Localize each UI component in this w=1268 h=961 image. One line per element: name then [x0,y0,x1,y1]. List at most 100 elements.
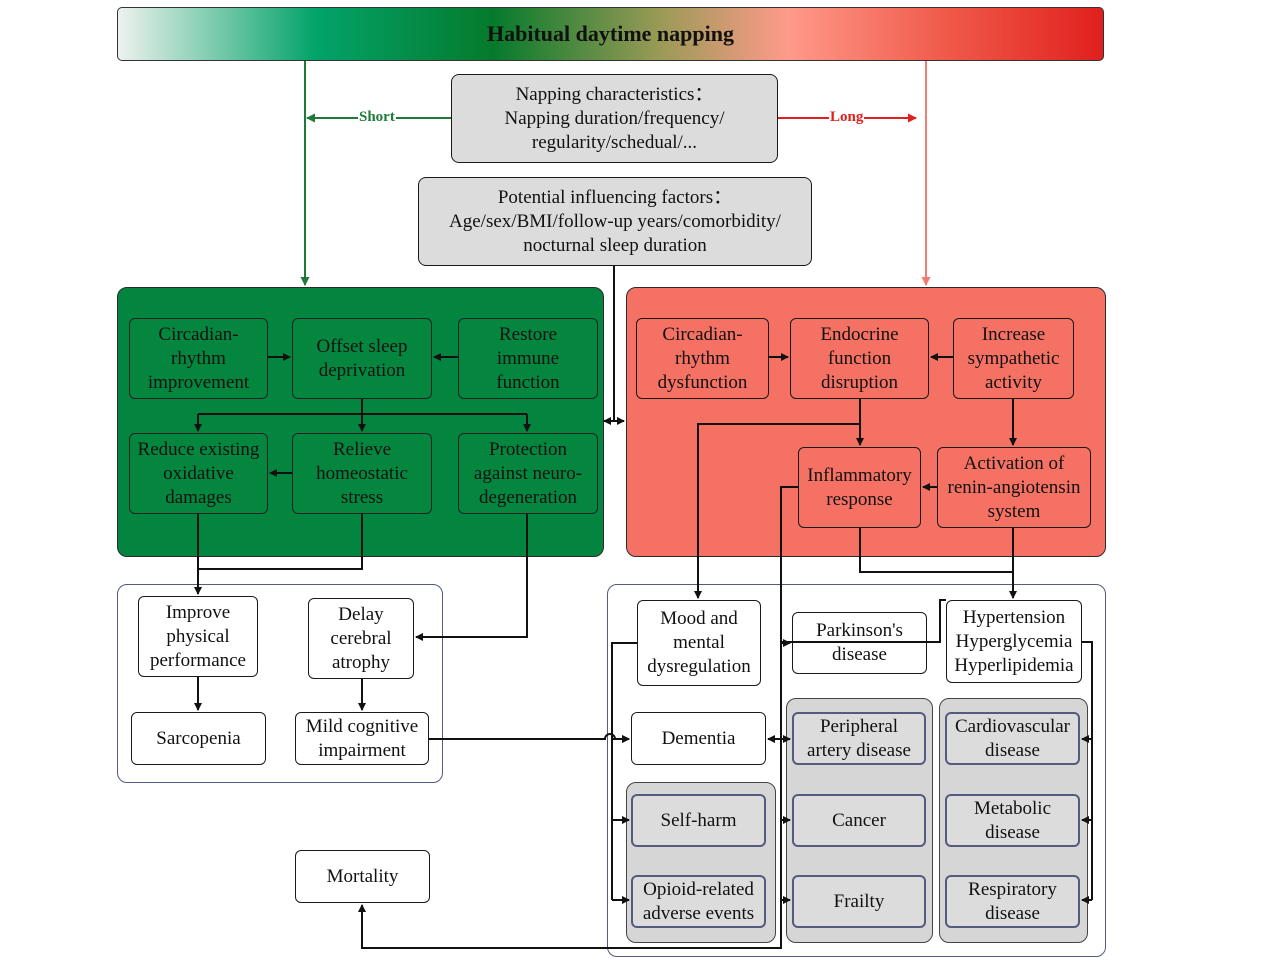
influencing-factors-box: Potential influencing factors： Age/sex/B… [418,177,812,266]
box-text: Improve [165,601,231,623]
box-text: Circadian- [662,323,743,345]
influencing-factors-line: nocturnal sleep duration [523,234,707,256]
sarcopenia-box: Sarcopenia [131,712,266,765]
dementia-box: Dementia [631,712,766,765]
box-text: Mild cognitive [305,715,419,737]
title-bar: Habitual daytime napping [117,7,1104,61]
box-text: dysfunction [657,371,748,393]
box-text: Opioid-related [643,878,754,900]
box-text: disease [832,644,887,665]
box-text: dysregulation [647,656,751,677]
box-text: physical [166,625,230,647]
napping-characteristics-line: regularity/schedual/... [531,131,698,153]
box-text: against neuro- [473,462,583,484]
box-text: Hyperlipidemia [954,654,1074,676]
box-text: Frailty [833,890,885,912]
cancer-box: Cancer [792,794,926,847]
box-text: Offset sleep [316,335,408,357]
box-text: rhythm [675,347,730,369]
box-text: Self-harm [660,809,737,831]
box-text: disease [985,902,1040,924]
box-text: Cancer [832,809,886,831]
box-text: disruption [820,371,899,393]
box-text: Reduce existing [137,438,260,460]
box-text: function [827,347,892,369]
box-text: Relieve [332,438,392,460]
box-text: Restore [498,323,558,345]
self-harm-box: Self-harm [631,794,766,847]
box-text: Increase [981,323,1046,345]
mortality-box: Mortality [295,850,430,903]
box-text: Dementia [661,727,736,749]
box-text: Respiratory [968,878,1057,900]
box-text: artery disease [807,739,911,761]
frailty-box: Frailty [792,875,926,928]
napping-characteristics-line: Napping duration/frequency/ [504,107,725,129]
box-text: improvement [147,371,250,393]
box-text: cerebral [330,627,392,649]
long-branch-label: Long [829,109,865,126]
short-branch-label: Short [358,109,396,126]
box-text: Mood and [660,608,738,629]
box-text: Hyperglycemia [955,630,1073,652]
napping-characteristics-box: Napping characteristics： Napping duratio… [451,74,778,163]
box-text: Mortality [326,865,399,887]
box-text: disease [985,821,1040,843]
box-text: Peripheral [819,715,899,737]
box-text: deprivation [318,359,406,381]
box-text: Metabolic [973,797,1052,819]
box-text: Circadian- [158,323,239,345]
box-text: Parkinson's [816,620,903,641]
box-text: performance [150,649,246,671]
box-text: disease [985,739,1040,761]
box-text: Protection [488,438,568,460]
box-text: mental [673,632,725,653]
box-text: oxidative [163,462,234,484]
box-text: sympathetic [967,347,1060,369]
mci-to-dementia [429,733,630,743]
influencing-factors-line: Age/sex/BMI/follow-up years/comorbidity/ [449,210,781,232]
mood-mental-dysregulation-box: Mood and mental dysregulation [637,600,761,686]
box-text: rhythm [171,347,226,369]
box-text: immune [496,347,560,369]
box-text: activity [985,371,1042,393]
box-text: degeneration [478,486,578,508]
box-text: Inflammatory [807,464,912,486]
box-text: response [826,488,893,510]
box-text: Sarcopenia [156,727,241,749]
napping-characteristics-line: Napping characteristics： [515,83,714,105]
box-text: adverse events [642,902,755,924]
box-text: Activation of [963,452,1065,474]
box-text: Cardiovascular [954,715,1070,737]
box-text: atrophy [331,651,391,673]
influencing-factors-line: Potential influencing factors： [497,186,733,208]
box-text: homeostatic [316,462,408,484]
box-text: Hypertension [962,606,1066,628]
box-text: stress [340,486,384,508]
box-text: impairment [318,739,406,761]
box-text: system [987,500,1041,522]
box-text: renin-angiotensin [947,476,1081,498]
diagram-title: Habitual daytime napping [487,21,734,46]
box-text: Delay [338,603,384,625]
